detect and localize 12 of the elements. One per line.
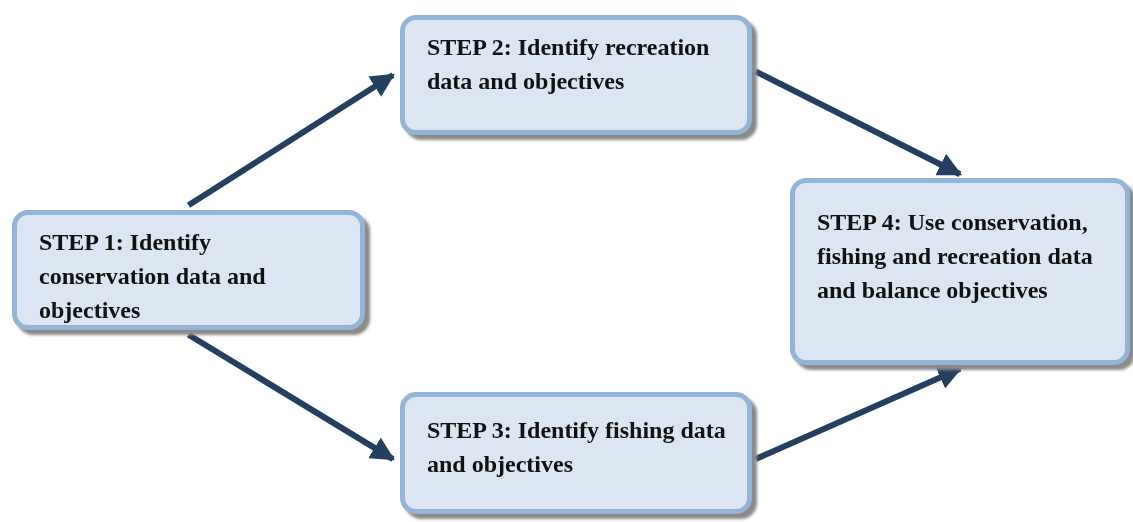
step-label: STEP 1: Identify conservation data and objectives — [39, 228, 267, 325]
step-label: STEP 4: Use conservation, fishing and recreation data and balance objectives — [817, 208, 1094, 305]
process-box — [400, 392, 752, 514]
process-box — [12, 210, 365, 330]
process-box — [790, 178, 1130, 365]
arrow — [754, 366, 963, 462]
arrow — [754, 68, 963, 177]
process-box — [400, 15, 752, 135]
step-label: STEP 3: Identify fishing data and objectives — [427, 416, 727, 479]
arrow — [186, 72, 395, 208]
step-label: STEP 2: Identify recreation data and objectives — [427, 33, 711, 96]
arrow — [186, 332, 395, 462]
